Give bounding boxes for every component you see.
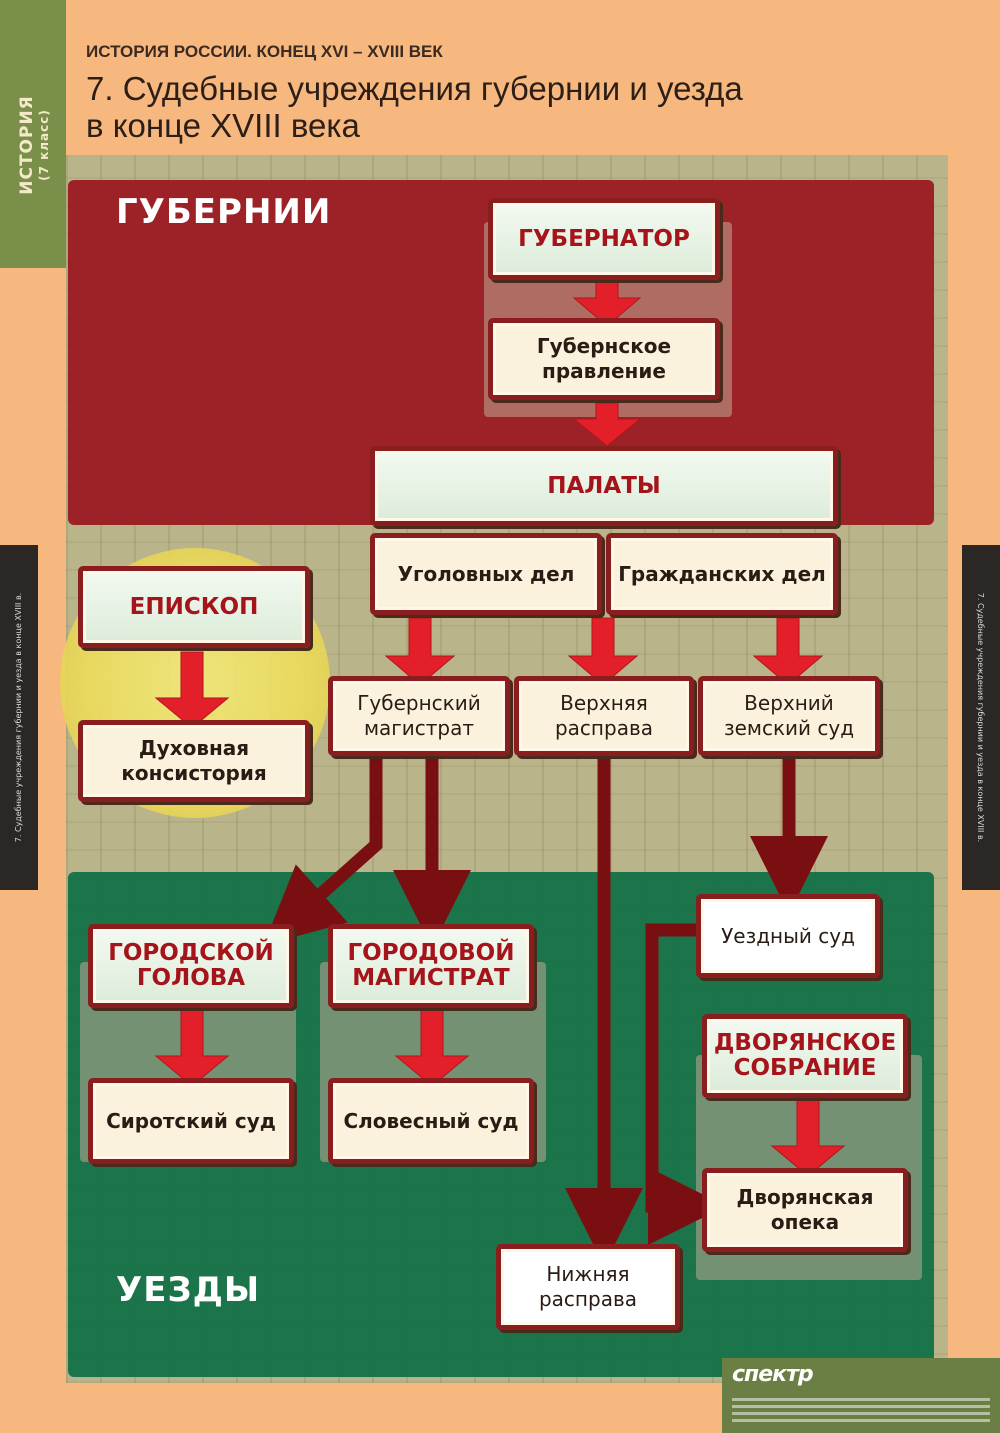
noble-guardianship-node: Дворянская опека <box>702 1168 908 1252</box>
verbal-court-node: Словесный суд <box>328 1078 534 1164</box>
title-line-1: 7. Судебные учреждения губернии и уезда <box>86 70 743 107</box>
publisher-logo: спектр <box>722 1358 1000 1433</box>
line-magistrat-to-head <box>263 758 383 946</box>
consistory-node: Духовная консистория <box>78 720 310 802</box>
arrow-bishop-to-consistory <box>154 651 230 729</box>
sidebar-band <box>0 0 66 268</box>
upper-rasprava-node: Верхняя расправа <box>514 676 694 756</box>
arrow-assembly-to-guardianship <box>770 1097 846 1177</box>
civil-chamber-node: Гражданских дел <box>606 533 838 615</box>
provincial-board-node: Губернское правление <box>488 318 720 400</box>
arrow-governor-to-board <box>572 281 642 327</box>
noble-assembly-node: ДВОРЯНСКОЕ СОБРАНИЕ <box>702 1014 908 1098</box>
title-line-2: в конце XVIII века <box>86 107 360 144</box>
orphan-court-node: Сиротский суд <box>88 1078 294 1164</box>
arrow-magistrat-to-verbal <box>394 1009 470 1087</box>
arrow-head-to-orphan <box>154 1009 230 1087</box>
upper-zemsky-court-node: Верхний земский суд <box>698 676 880 756</box>
uezdy-label: УЕЗДЫ <box>116 1270 261 1310</box>
criminal-chamber-node: Уголовных дел <box>370 533 602 615</box>
left-side-tab: 7. Судебные учреждения губернии и уезда … <box>0 545 38 890</box>
lower-rasprava-node: Нижняя расправа <box>496 1244 680 1330</box>
right-side-tab: 7. Судебные учреждения губернии и уезда … <box>962 545 1000 890</box>
provincial-magistrat-node: Губернский магистрат <box>328 676 510 756</box>
arrow-civil-to-zemsky <box>752 617 824 686</box>
district-court-node: Уездный суд <box>696 894 880 978</box>
arrow-criminal-to-magistrat <box>384 617 456 686</box>
series-title: ИСТОРИЯ РОССИИ. КОНЕЦ XVI – XVIII ВЕК <box>86 42 443 61</box>
governor-node: ГУБЕРНАТОР <box>488 198 720 280</box>
page-title: 7. Судебные учреждения губернии и уезда … <box>86 70 906 144</box>
chambers-node: ПАЛАТЫ <box>370 446 838 526</box>
line-district-to-guardianship <box>645 923 726 1245</box>
arrow-to-upper-rasprava <box>567 617 639 686</box>
city-head-node: ГОРОДСКОЙ ГОЛОВА <box>88 924 294 1008</box>
gubernii-label: ГУБЕРНИИ <box>116 192 332 232</box>
city-magistrat-node: ГОРОДОВОЙ МАГИСТРАТ <box>328 924 534 1008</box>
bishop-node: ЕПИСКОП <box>78 566 310 648</box>
arrow-board-to-chambers <box>572 402 642 447</box>
